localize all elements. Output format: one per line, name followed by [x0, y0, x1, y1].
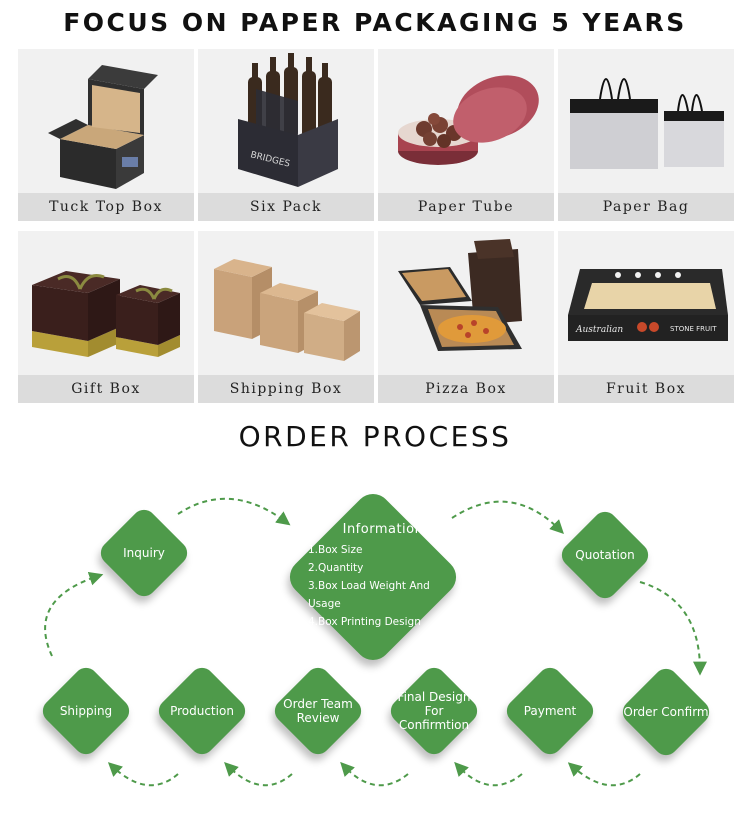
- product-card-six-pack[interactable]: BRIDGES Six Pack: [198, 49, 374, 221]
- gift-box-image: [32, 271, 180, 357]
- fruit-box-sub: STONE FRUIT: [670, 325, 717, 333]
- product-card-pizza-box[interactable]: Pizza Box: [378, 231, 554, 403]
- information-line: 3.Box Load Weight And Usage: [308, 580, 430, 610]
- product-grid: Tuck Top Box BRIDGES Six Pack: [18, 49, 734, 403]
- product-label: Fruit Box: [558, 375, 734, 403]
- step-final-design[interactable]: Final Design For Confirmtion: [385, 662, 483, 760]
- arrow-production-to-shipping: [107, 762, 179, 787]
- shipping-box-image: [214, 259, 360, 361]
- product-label: Shipping Box: [198, 375, 374, 403]
- arrow-review-to-production: [224, 762, 293, 787]
- page-title: FOCUS ON PAPER PACKAGING 5 YEARS: [63, 8, 687, 37]
- fruit-box-brand: Australian: [575, 325, 623, 335]
- paper-tube-image: [398, 75, 539, 165]
- product-label: Six Pack: [198, 193, 374, 221]
- pizza-box-image: [398, 239, 522, 351]
- product-card-fruit-box[interactable]: Australian STONE FRUIT Fruit Box: [558, 231, 734, 403]
- step-shipping[interactable]: Shipping: [37, 662, 135, 760]
- fruit-box-image: Australian STONE FRUIT: [568, 269, 728, 341]
- product-label: Paper Tube: [378, 193, 554, 221]
- information-line: 4.Box Printing Design: [308, 616, 421, 628]
- product-card-gift-box[interactable]: Gift Box: [18, 231, 194, 403]
- arrow-quotation-to-confirm: [639, 581, 707, 676]
- product-label: Pizza Box: [378, 375, 554, 403]
- product-card-paper-bag[interactable]: Paper Bag: [558, 49, 734, 221]
- arrow-final-design-to-review: [340, 761, 409, 787]
- product-card-paper-tube[interactable]: Paper Tube: [378, 49, 554, 221]
- product-label: Tuck Top Box: [18, 193, 194, 221]
- product-label: Paper Bag: [558, 193, 734, 221]
- tuck-top-box-image: [48, 65, 158, 189]
- arrow-confirm-to-payment: [567, 762, 641, 787]
- order-process-flow: Inquiry Information 1.Box Size 2.Quantit…: [0, 470, 750, 819]
- information-line: 2.Quantity: [308, 562, 364, 574]
- step-quotation[interactable]: Quotation: [556, 506, 654, 604]
- step-payment[interactable]: Payment: [501, 662, 599, 760]
- arrow-information-to-quotation: [451, 500, 564, 534]
- product-label: Gift Box: [18, 375, 194, 403]
- step-inquiry[interactable]: Inquiry: [95, 504, 193, 602]
- information-heading: Information: [342, 522, 424, 537]
- product-card-shipping-box[interactable]: Shipping Box: [198, 231, 374, 403]
- information-line: 1.Box Size: [308, 544, 363, 556]
- arrow-payment-to-final-design: [454, 761, 523, 787]
- step-order-confirm[interactable]: Order Confirm: [617, 663, 715, 761]
- arrow-inquiry-to-information: [177, 497, 291, 526]
- flow-arrows: [44, 497, 707, 787]
- order-process-title: ORDER PROCESS: [238, 420, 512, 453]
- paper-bag-image: [570, 78, 724, 169]
- arrow-shipping-to-inquiry: [44, 572, 104, 657]
- six-pack-image: BRIDGES: [238, 53, 338, 187]
- step-production[interactable]: Production: [153, 662, 251, 760]
- step-information[interactable]: Information 1.Box Size 2.Quantity 3.Box …: [278, 482, 468, 672]
- product-card-tuck-top-box[interactable]: Tuck Top Box: [18, 49, 194, 221]
- step-order-team-review[interactable]: Order Team Review: [269, 662, 367, 760]
